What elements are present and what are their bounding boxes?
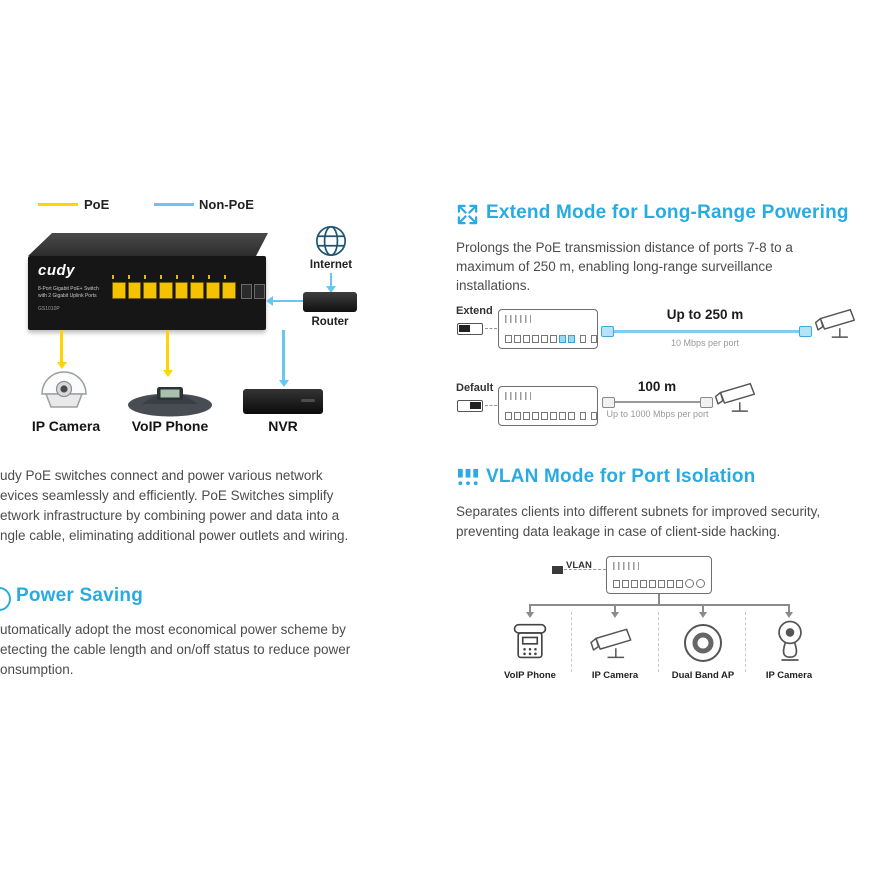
ip-camera-dome-icon <box>41 371 87 408</box>
line-router-switch <box>273 300 303 302</box>
poe-line-to-phone <box>166 330 169 370</box>
default-distance: 100 m <box>637 379 677 394</box>
default-switch-drawing <box>498 386 598 426</box>
vlan-arrow-4 <box>785 612 793 618</box>
extend-mode-icon <box>457 204 478 225</box>
internet-globe-icon <box>315 225 347 257</box>
switch-model: GS1010P <box>38 306 60 312</box>
switch-desc-line2: with 2 Gigabit Uplink Ports <box>38 293 97 299</box>
switch-desc-line1: 8-Port Gigabit PoE+ Switch <box>38 286 99 292</box>
legend-nonpoe-label: Non-PoE <box>199 197 254 212</box>
extend-cable <box>614 330 799 333</box>
cctv-camera-icon-default <box>714 382 756 412</box>
extend-mode-title: Extend Mode for Long-Range Powering <box>486 202 849 223</box>
extend-switch-drawing <box>498 309 598 349</box>
rj45-plug-extend-right <box>799 326 812 337</box>
arrow-to-switch <box>266 296 273 306</box>
vlan-switch-ports <box>613 579 705 588</box>
power-saving-line-2: etecting the cable length and on/off sta… <box>0 642 351 657</box>
vlan-arrow-3 <box>699 612 707 618</box>
switch-uplink-ports <box>241 284 265 299</box>
vlan-bus-line <box>530 604 790 606</box>
default-rate: Up to 1000 Mbps per port <box>606 409 709 419</box>
arrow-to-nvr <box>279 380 289 387</box>
rj45-plug-default-left <box>602 397 615 408</box>
router-device <box>303 292 357 312</box>
cctv-camera-icon-extend <box>814 308 856 338</box>
line-to-nvr <box>282 330 285 380</box>
vlan-ip-camera-icon <box>590 628 632 659</box>
vlan-drop-1 <box>529 604 531 613</box>
legend-poe-line <box>38 203 78 206</box>
poe-line-to-camera <box>60 330 63 362</box>
default-toggle-link <box>485 405 497 406</box>
arrow-to-camera <box>57 362 67 369</box>
extend-rate: 10 Mbps per port <box>670 338 740 348</box>
default-switch-ports <box>505 412 597 420</box>
vlan-mode-title: VLAN Mode for Port Isolation <box>486 466 756 487</box>
vlan-trunk-line <box>658 594 660 604</box>
power-saving-line-1: utomatically adopt the most economical p… <box>0 622 346 637</box>
vlan-device-label-3: Dual Band AP <box>671 670 735 681</box>
power-saving-icon <box>0 587 11 611</box>
vlan-separator-2 <box>658 612 659 672</box>
rj45-plug-default-right <box>700 397 713 408</box>
line-internet-router <box>330 273 332 286</box>
internet-label: Internet <box>309 259 353 271</box>
vlan-drop-2 <box>614 604 616 613</box>
default-cable <box>615 401 700 403</box>
intro-line-3: etwork infrastructure by combining power… <box>0 508 340 523</box>
switch-brand-logo: cudy <box>38 262 76 279</box>
voip-phone-label: VoIP Phone <box>131 418 209 434</box>
vlan-separator-1 <box>571 612 572 672</box>
vlan-device-label-2: IP Camera <box>591 670 639 681</box>
switch-port-numbers <box>112 275 238 279</box>
vlan-drop-3 <box>702 604 704 613</box>
vlan-drop-4 <box>788 604 790 613</box>
default-switch-mode-label: Default <box>456 382 494 394</box>
voip-phone-icon <box>128 387 212 417</box>
extend-dip-switch <box>457 323 483 335</box>
vlan-tag-label: VLAN <box>566 560 592 571</box>
vlan-plug-icon <box>552 566 563 574</box>
vlan-device-label-4: IP Camera <box>765 670 813 681</box>
ip-camera-label: IP Camera <box>31 418 101 434</box>
extend-line-2: maximum of 250 m, enabling long-range su… <box>456 259 773 274</box>
switch-front-face: cudy 8-Port Gigabit PoE+ Switch with 2 G… <box>28 256 266 330</box>
router-label: Router <box>311 316 349 328</box>
extend-line-1: Prolongs the PoE transmission distance o… <box>456 240 793 255</box>
vlan-device-label-1: VoIP Phone <box>504 670 556 681</box>
switch-top-face <box>28 233 268 256</box>
vlan-plug-link <box>564 569 606 570</box>
extend-line-3: installations. <box>456 278 531 293</box>
arrow-to-router <box>326 286 336 293</box>
switch-poe-ports <box>112 282 236 299</box>
vlan-voip-phone-icon <box>513 623 547 659</box>
nvr-device <box>243 389 323 414</box>
vlan-separator-3 <box>745 612 746 672</box>
vlan-arrow-2 <box>611 612 619 618</box>
power-saving-line-3: onsumption. <box>0 662 74 677</box>
vlan-arrow-1 <box>526 612 534 618</box>
vlan-line-1: Separates clients into different subnets… <box>456 504 821 519</box>
vlan-switch-drawing <box>606 556 712 594</box>
extend-switch-ports <box>505 335 597 343</box>
vlan-webcam-icon <box>778 620 802 661</box>
extend-distance: Up to 250 m <box>666 307 744 322</box>
nvr-label: NVR <box>268 418 298 434</box>
intro-line-1: udy PoE switches connect and power vario… <box>0 468 323 483</box>
arrow-to-phone <box>163 370 173 377</box>
rj45-plug-extend-left <box>601 326 614 337</box>
intro-line-2: evices seamlessly and efficiently. PoE S… <box>0 488 334 503</box>
extend-toggle-link <box>485 328 497 329</box>
default-dip-switch <box>457 400 483 412</box>
vlan-dual-band-ap-icon <box>684 624 722 662</box>
vlan-line-2: preventing data leakage in case of clien… <box>456 524 781 539</box>
power-saving-title: Power Saving <box>16 585 143 606</box>
legend-nonpoe-line <box>154 203 194 206</box>
legend-poe-label: PoE <box>84 197 110 212</box>
extend-switch-mode-label: Extend <box>456 305 493 317</box>
intro-line-4: ngle cable, eliminating additional power… <box>0 528 349 543</box>
vlan-mode-icon <box>457 468 479 486</box>
